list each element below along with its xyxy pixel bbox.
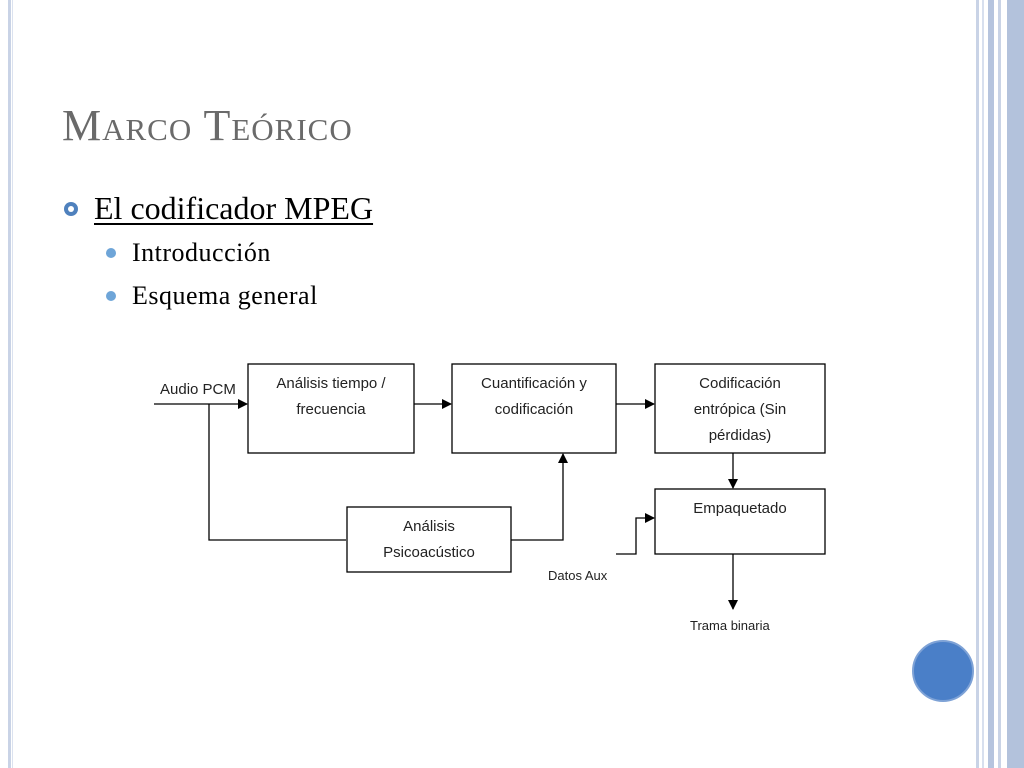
label-datos-aux: Datos Aux bbox=[548, 568, 608, 583]
box-analisis-psicoacustico bbox=[346, 506, 512, 573]
box-codificacion-entropica bbox=[654, 363, 826, 454]
label-entropica-line2: entrópica (Sin bbox=[694, 401, 787, 418]
sub-bullet-introduccion: Introducción bbox=[106, 238, 271, 268]
arrow-datos-aux bbox=[616, 513, 655, 555]
frame-stripe-left bbox=[8, 0, 11, 768]
bullet-level1-text: El codificador MPEG bbox=[94, 190, 374, 226]
frame-stripe-left-inner bbox=[12, 0, 13, 768]
box-analisis-tiempo-frecuencia bbox=[247, 363, 415, 454]
decorative-circle bbox=[912, 640, 974, 702]
frame-stripe-right-2 bbox=[982, 0, 984, 768]
label-cuantificacion-line2: codificación bbox=[495, 401, 573, 418]
label-empaquetado: Empaquetado bbox=[693, 500, 786, 517]
slide-title: Marco Teórico bbox=[62, 101, 353, 150]
bullet-circle-icon bbox=[64, 201, 78, 216]
bullet-level1: El codificador MPEG bbox=[64, 190, 373, 227]
frame-stripe-right-3 bbox=[988, 0, 994, 768]
arrow-psico-to-cuant bbox=[511, 453, 568, 541]
label-analisis-tf-line1: Análisis tiempo / bbox=[276, 375, 386, 392]
label-psicoacustico-line1: Análisis bbox=[403, 518, 455, 535]
frame-stripe-right-5 bbox=[1007, 0, 1024, 768]
box-cuantificacion-codificacion bbox=[451, 363, 617, 454]
line-to-psicoacustico bbox=[208, 404, 346, 541]
box-empaquetado bbox=[654, 488, 826, 555]
sub-bullet-esquema: Esquema general bbox=[106, 281, 318, 311]
sub-bullet-text: Introducción bbox=[132, 238, 271, 267]
bullet-dot-icon bbox=[106, 248, 116, 258]
label-entropica-line1: Codificación bbox=[699, 375, 781, 392]
frame-stripe-right-4 bbox=[998, 0, 1001, 768]
frame-stripe-right-1 bbox=[976, 0, 979, 768]
label-cuantificacion-line1: Cuantificación y bbox=[481, 375, 587, 392]
sub-bullet-text: Esquema general bbox=[132, 281, 318, 310]
label-psicoacustico-line2: Psicoacústico bbox=[383, 544, 475, 561]
label-analisis-tf-line2: frecuencia bbox=[296, 401, 366, 418]
label-entropica-line3: pérdidas) bbox=[709, 427, 772, 444]
label-audio-pcm: Audio PCM bbox=[160, 381, 236, 398]
label-trama-binaria: Trama binaria bbox=[690, 618, 770, 633]
bullet-dot-icon bbox=[106, 291, 116, 301]
